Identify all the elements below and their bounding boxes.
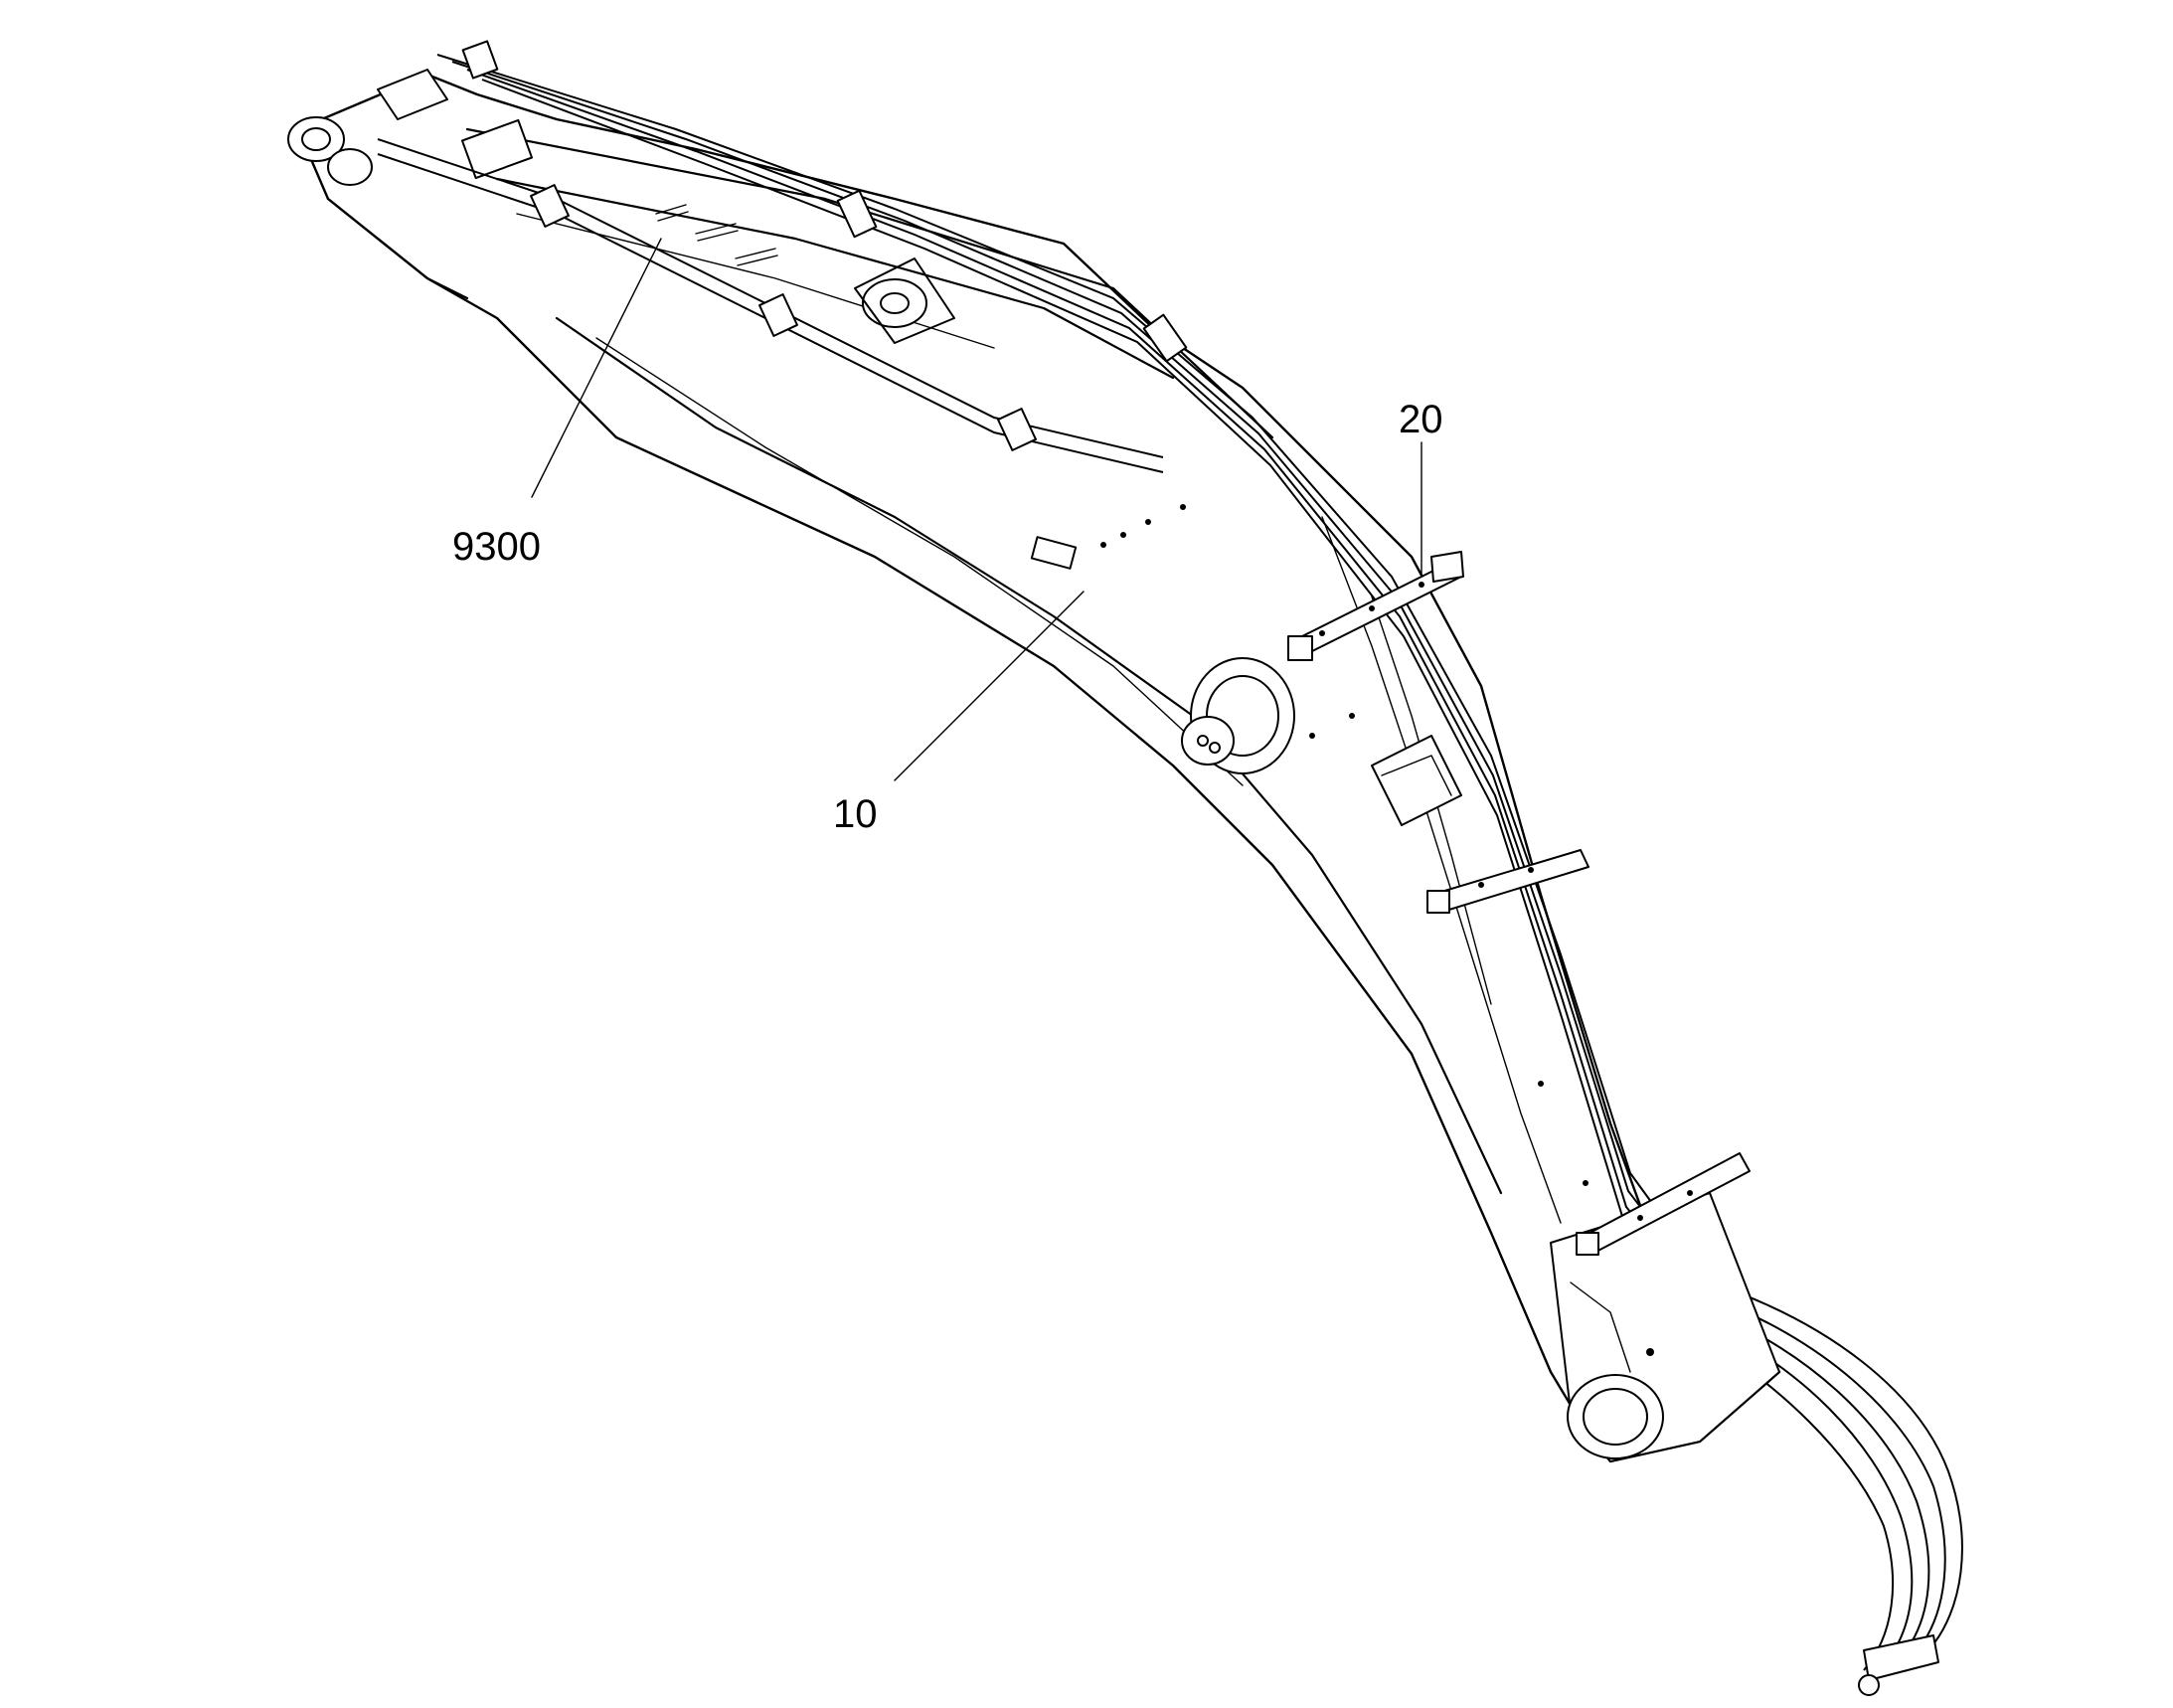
decal-markings	[655, 204, 1588, 1186]
bucket-end-pin	[287, 69, 534, 300]
exit-hoses	[1689, 1281, 1963, 1696]
leader-9300	[531, 238, 662, 498]
callout-10: 10	[833, 792, 878, 836]
hydraulic-lines	[377, 40, 1715, 1328]
callout-20: 20	[1399, 398, 1443, 441]
boom-foot	[1550, 1192, 1780, 1462]
leader-10	[894, 591, 1085, 781]
hose-clamp-brackets	[1287, 551, 1751, 1256]
callout-9300: 9300	[452, 525, 541, 569]
leader-lines	[531, 238, 1422, 781]
pivot-boss	[1181, 657, 1295, 774]
